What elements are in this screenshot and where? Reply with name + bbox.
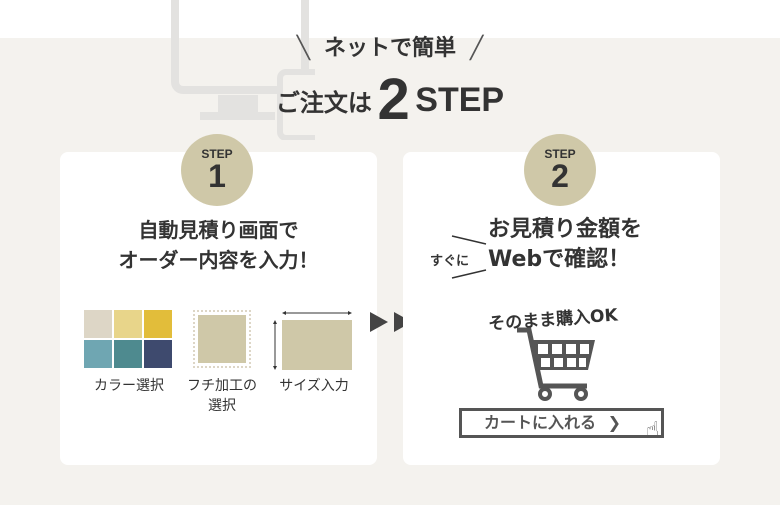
swatch bbox=[144, 340, 172, 368]
swatch bbox=[114, 340, 142, 368]
option-size-label: サイズ入力 bbox=[279, 378, 349, 394]
option-edge-label: フチ加工の 選択 bbox=[177, 376, 267, 416]
heading-line1: お見積り金額を bbox=[488, 217, 643, 242]
step-label: STEP bbox=[544, 147, 576, 161]
immediately-badge: すぐに bbox=[430, 254, 470, 269]
swatch bbox=[84, 310, 112, 338]
step1-badge: STEP 1 bbox=[181, 134, 253, 206]
label-line1: フチ加工の bbox=[187, 378, 257, 394]
swatch bbox=[144, 310, 172, 338]
page-title: ご注文は 2 STEP bbox=[0, 66, 780, 133]
edge-finish-icon bbox=[193, 310, 251, 368]
title-number: 2 bbox=[377, 67, 410, 132]
cart-button-label: カートに入れる bbox=[484, 413, 597, 432]
step2-badge: STEP 2 bbox=[524, 134, 596, 206]
option-color-label: カラー選択 bbox=[94, 378, 164, 394]
size-input-icon bbox=[273, 311, 352, 370]
step-number: 2 bbox=[551, 158, 569, 194]
chevron-right-icon: ❯ bbox=[607, 413, 621, 432]
step2-heading: お見積り金額を Webで確認！ bbox=[488, 215, 642, 275]
heading-line2: Webで確認！ bbox=[488, 247, 631, 272]
swatch bbox=[84, 340, 112, 368]
step1-heading: 自動見積り画面で オーダー内容を入力！ bbox=[60, 215, 377, 275]
heading-line2: オーダー内容を入力！ bbox=[118, 248, 319, 272]
top-band bbox=[0, 0, 780, 38]
arrow-right-icon bbox=[370, 312, 412, 332]
badge-lines-icon bbox=[451, 235, 487, 279]
step-label: STEP bbox=[201, 147, 233, 161]
heading-line1: 自動見積り画面で bbox=[138, 218, 299, 242]
add-to-cart-button[interactable]: カートに入れる ❯ bbox=[459, 408, 664, 438]
label-line2: 選択 bbox=[208, 398, 236, 414]
step-number: 1 bbox=[208, 158, 226, 194]
monitor-phone-icon bbox=[171, 0, 315, 140]
hand-pointer-icon: ☝ bbox=[646, 418, 660, 443]
header-tagline: ╲ネットで簡単╱ bbox=[296, 36, 484, 61]
title-suffix: STEP bbox=[415, 81, 505, 119]
shopping-cart-icon bbox=[517, 327, 595, 401]
swatch bbox=[114, 310, 142, 338]
title-prefix: ご注文は bbox=[275, 89, 372, 117]
tagline-text: ネットで簡単 bbox=[323, 36, 456, 61]
